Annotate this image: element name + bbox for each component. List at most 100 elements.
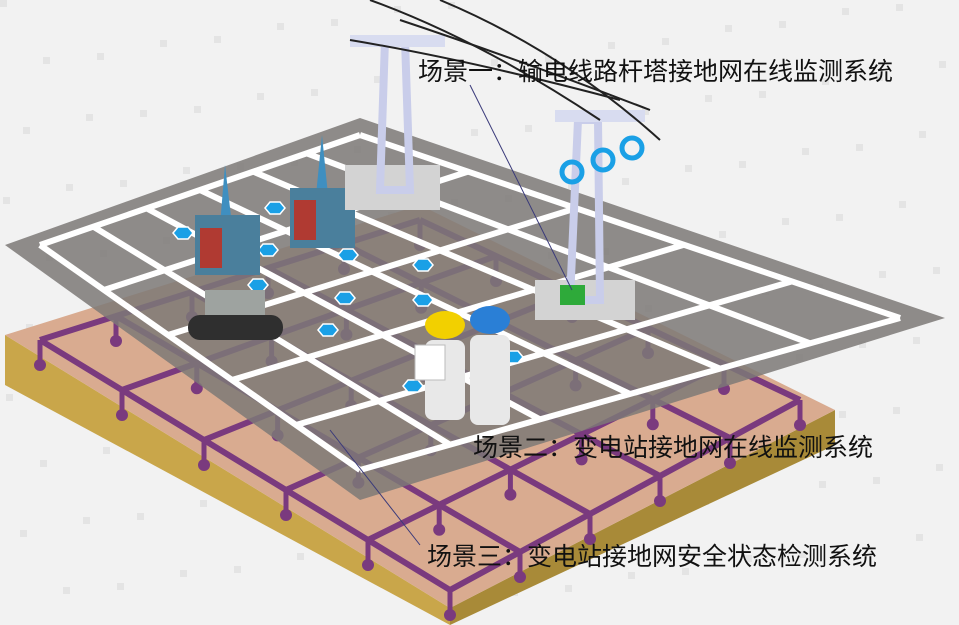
soil-right-face [450, 410, 835, 625]
transformer-2 [290, 135, 355, 248]
road [231, 241, 685, 383]
background-dot [893, 407, 900, 414]
background-dot [856, 144, 863, 151]
background-dot [97, 53, 104, 60]
sensor-node [334, 291, 356, 305]
background-dot [745, 555, 752, 562]
background-dot [782, 218, 789, 225]
background-dot [311, 89, 318, 96]
background-dot [525, 125, 532, 132]
sensor-node [412, 258, 434, 272]
inspection-robot [188, 290, 283, 340]
background-dot [822, 78, 829, 85]
background-dot [0, 0, 7, 7]
ground-rod-tip [514, 571, 526, 583]
background-dot [739, 161, 746, 168]
sensor-node [257, 243, 279, 257]
grounding-conductor [448, 397, 802, 593]
ground-rod-tip [794, 419, 806, 431]
road [198, 187, 632, 397]
road [359, 132, 901, 321]
background-dot [802, 148, 809, 155]
ground-rod-tip [584, 533, 596, 545]
background-dot [936, 464, 943, 471]
background-dot [719, 231, 726, 238]
background-dot [194, 106, 201, 113]
road [359, 315, 901, 473]
sensor-node [264, 201, 286, 215]
background-dot [662, 38, 669, 45]
background-dot [685, 165, 692, 172]
scene2-label: 场景二：变电站接地网在线监测系统 [473, 433, 874, 462]
background-dot [873, 477, 880, 484]
background-dot [471, 129, 478, 136]
ground-rod-tip [444, 609, 456, 621]
scene3-label: 场景三：变电站接地网安全状态检测系统 [427, 542, 878, 571]
background-dot [842, 8, 849, 15]
ground-rod-tip [433, 523, 446, 536]
background-dot [913, 337, 920, 344]
background-dot [117, 583, 124, 590]
background-dot [6, 394, 13, 401]
background-dot [939, 61, 946, 68]
background-dot [899, 201, 906, 208]
sensors [172, 201, 524, 393]
background-dot [137, 513, 144, 520]
background-dot [160, 40, 167, 47]
background-dot [234, 566, 241, 573]
ground-rod-tip [190, 382, 203, 395]
background-dot [759, 91, 766, 98]
background-dot [622, 178, 629, 185]
background-dot [608, 42, 615, 49]
ground-rod-tip [575, 453, 588, 466]
sensor-node [337, 248, 359, 262]
road [38, 242, 362, 473]
sensor-node [402, 379, 424, 393]
background-dot [3, 197, 10, 204]
background-dot [103, 447, 110, 454]
ground-rod-tip [724, 457, 736, 469]
background-dot [896, 4, 903, 11]
background-dot [140, 110, 147, 117]
sensor-node [247, 278, 269, 292]
background-dot [933, 267, 940, 274]
background-dot [43, 57, 50, 64]
background-dot [879, 271, 886, 278]
background-dot [331, 19, 338, 26]
background-dot [628, 572, 635, 579]
background-dot [86, 114, 93, 121]
background-dot [919, 131, 926, 138]
background-dot [779, 21, 786, 28]
background-dot [836, 214, 843, 221]
leader-lines [329, 84, 573, 546]
sensor-node [412, 293, 434, 307]
background-dot [876, 74, 883, 81]
ground-rod-tip [116, 409, 128, 421]
background-dot [23, 127, 30, 134]
soil-left-face [5, 335, 450, 625]
background-dot [66, 184, 73, 191]
road [295, 278, 793, 428]
ground-rod-tip [34, 359, 46, 371]
transmission-tower-2 [535, 110, 645, 320]
background-dot [277, 23, 284, 30]
sensor-node [172, 226, 194, 240]
ground-rod-tip [110, 335, 122, 347]
background-dot [642, 108, 649, 115]
background-dot [297, 553, 304, 560]
workers [414, 306, 510, 425]
scene1-label: 场景一：输电线路杆塔接地网在线监测系统 [418, 57, 894, 86]
background-dot [83, 517, 90, 524]
background-dot [63, 587, 70, 594]
background-dot [725, 25, 732, 32]
background-dot [916, 534, 923, 541]
background-dot [257, 93, 264, 100]
ground-rod-tip [280, 509, 292, 521]
road [39, 132, 361, 248]
background-dot [374, 76, 381, 83]
background-dot [682, 568, 689, 575]
ground-rod-tip [362, 559, 374, 571]
background-dot [20, 530, 27, 537]
background-dot [799, 551, 806, 558]
